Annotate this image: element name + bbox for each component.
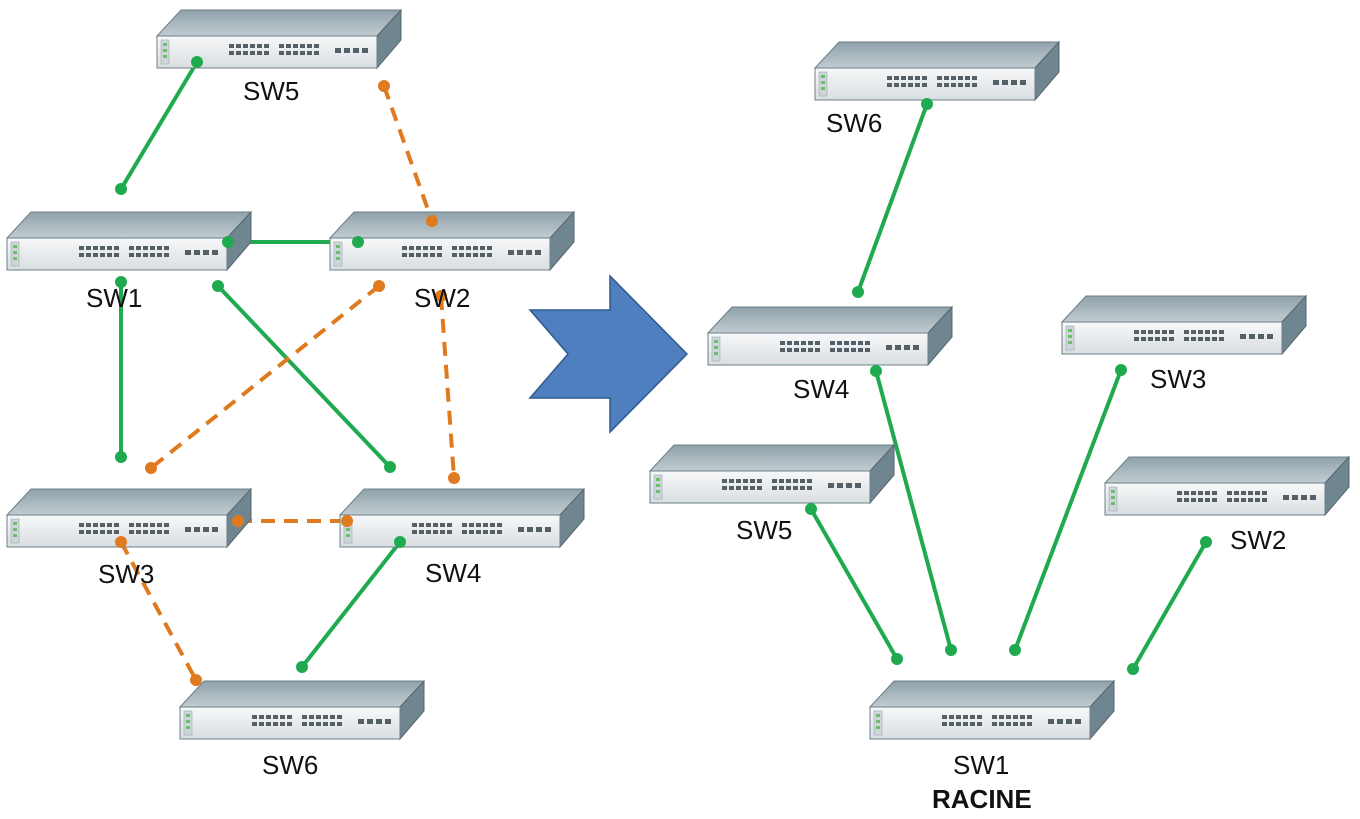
before-sw3-network-switch-icon bbox=[6, 488, 252, 548]
after-sw6-label: SW6 bbox=[826, 108, 883, 138]
before-sw2-label: SW2 bbox=[414, 283, 471, 313]
after-sw5-network-switch-icon bbox=[649, 444, 895, 504]
before-link-endpoint-dot bbox=[115, 183, 127, 195]
after-sw4-label: SW4 bbox=[793, 374, 850, 404]
after-link-endpoint-dot bbox=[921, 98, 933, 110]
after-link-endpoint-dot bbox=[1115, 364, 1127, 376]
before-link-endpoint-dot bbox=[448, 472, 460, 484]
before-link-sw2-sw3 bbox=[149, 284, 381, 470]
after-link-endpoint-dot bbox=[870, 365, 882, 377]
before-link-sw4-sw6 bbox=[300, 540, 402, 669]
before-link-endpoint-dot bbox=[296, 661, 308, 673]
after-link-endpoint-dot bbox=[805, 503, 817, 515]
after-sw6-network-switch-icon bbox=[814, 41, 1060, 101]
before-sw4-label: SW4 bbox=[425, 558, 482, 588]
right-chevron-arrow-icon bbox=[528, 274, 689, 434]
before-link-endpoint-dot bbox=[222, 236, 234, 248]
before-link-endpoint-dot bbox=[232, 515, 244, 527]
before-link-sw5-sw1 bbox=[119, 60, 199, 191]
after-link-sw3-sw1 bbox=[1013, 369, 1123, 651]
after-link-endpoint-dot bbox=[1009, 644, 1021, 656]
after-sw2-network-switch-icon bbox=[1104, 456, 1350, 516]
before-link-endpoint-dot bbox=[190, 674, 202, 686]
before-link-endpoint-dot bbox=[384, 461, 396, 473]
before-link-sw1-sw4 bbox=[216, 284, 392, 469]
after-sw1-label: SW1 bbox=[953, 750, 1010, 780]
before-link-endpoint-dot bbox=[435, 290, 447, 302]
after-sw1-network-switch-icon bbox=[869, 680, 1115, 740]
before-link-endpoint-dot bbox=[145, 462, 157, 474]
after-link-endpoint-dot bbox=[945, 644, 957, 656]
before-sw2-network-switch-icon bbox=[329, 211, 575, 271]
before-link-endpoint-dot bbox=[115, 536, 127, 548]
before-link-endpoint-dot bbox=[373, 280, 385, 292]
after-link-endpoint-dot bbox=[1127, 663, 1139, 675]
root-caption: RACINE bbox=[932, 784, 1032, 814]
dots-layer bbox=[115, 56, 1212, 686]
before-link-endpoint-dot bbox=[115, 451, 127, 463]
before-link-endpoint-dot bbox=[212, 280, 224, 292]
before-link-endpoint-dot bbox=[394, 536, 406, 548]
before-sw6-network-switch-icon bbox=[179, 680, 425, 740]
before-sw4-network-switch-icon bbox=[339, 488, 585, 548]
before-sw5-label: SW5 bbox=[243, 76, 300, 106]
before-link-endpoint-dot bbox=[191, 56, 203, 68]
before-sw1-label: SW1 bbox=[86, 283, 143, 313]
after-link-sw6-sw4 bbox=[856, 103, 929, 293]
after-link-endpoint-dot bbox=[852, 286, 864, 298]
before-sw3-label: SW3 bbox=[98, 559, 155, 589]
before-link-sw2-sw4 bbox=[439, 295, 456, 479]
after-link-endpoint-dot bbox=[891, 653, 903, 665]
before-link-endpoint-dot bbox=[378, 80, 390, 92]
after-sw3-label: SW3 bbox=[1150, 364, 1207, 394]
after-link-sw5-sw1 bbox=[809, 508, 899, 660]
after-sw3-network-switch-icon bbox=[1061, 295, 1307, 355]
switch-layer bbox=[6, 9, 1350, 740]
after-sw5-label: SW5 bbox=[736, 515, 793, 545]
before-link-endpoint-dot bbox=[426, 215, 438, 227]
after-sw4-network-switch-icon bbox=[707, 306, 953, 366]
after-link-sw2-sw1 bbox=[1131, 541, 1208, 670]
before-link-sw5-sw2 bbox=[382, 85, 434, 222]
before-link-sw3-sw6 bbox=[119, 541, 198, 681]
before-link-endpoint-dot bbox=[115, 276, 127, 288]
before-sw6-label: SW6 bbox=[262, 750, 319, 780]
before-link-endpoint-dot bbox=[352, 236, 364, 248]
links-layer bbox=[119, 60, 1208, 681]
after-link-sw4-sw1 bbox=[874, 370, 953, 651]
after-sw2-label: SW2 bbox=[1230, 525, 1287, 555]
before-sw1-network-switch-icon bbox=[6, 211, 252, 271]
before-link-endpoint-dot bbox=[341, 515, 353, 527]
after-link-endpoint-dot bbox=[1200, 536, 1212, 548]
